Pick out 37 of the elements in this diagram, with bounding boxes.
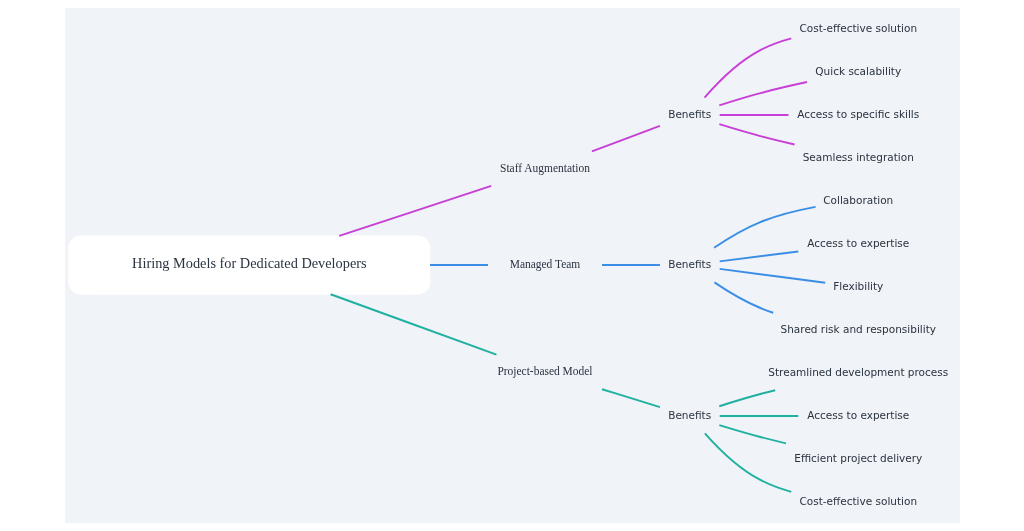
connector — [717, 424, 787, 445]
node-text: Collaboration — [822, 193, 893, 206]
connector — [717, 389, 776, 408]
connector — [703, 432, 792, 493]
connector — [718, 415, 799, 417]
node-box: Hiring Models for Dedicated Developers — [67, 235, 430, 295]
connector — [600, 388, 661, 409]
node-text: Staff Augmentation — [499, 161, 590, 174]
connector — [337, 184, 492, 237]
node-text: Access to expertise — [806, 236, 909, 249]
connector — [329, 293, 497, 356]
connector — [718, 267, 826, 284]
node-text: Project-based Model — [496, 364, 593, 377]
node-text: Efficient project delivery — [793, 451, 922, 464]
connector — [717, 81, 808, 107]
node-text: Access to expertise — [806, 408, 909, 421]
connector — [718, 250, 799, 263]
node-text: Seamless integration — [802, 150, 914, 163]
connector — [712, 281, 774, 314]
node-text: Benefits — [667, 408, 711, 421]
node-text: Cost-effective solution — [798, 494, 917, 507]
connector — [712, 205, 817, 249]
node-text: Quick scalability — [814, 64, 901, 77]
connector — [717, 123, 796, 146]
connector — [703, 37, 792, 99]
connector — [590, 124, 661, 153]
node-text: Flexibility — [832, 279, 883, 292]
node-text: Access to specific skills — [796, 107, 919, 120]
connector — [428, 264, 489, 266]
node-text: Benefits — [667, 107, 711, 120]
connector — [718, 114, 789, 116]
node-text: Benefits — [667, 257, 711, 270]
node-text: Managed Team — [509, 257, 580, 270]
connector — [600, 264, 661, 266]
node-text: Streamlined development process — [767, 365, 948, 378]
node-text: Cost-effective solution — [798, 21, 917, 34]
node-text: Shared risk and responsibility — [780, 322, 936, 335]
